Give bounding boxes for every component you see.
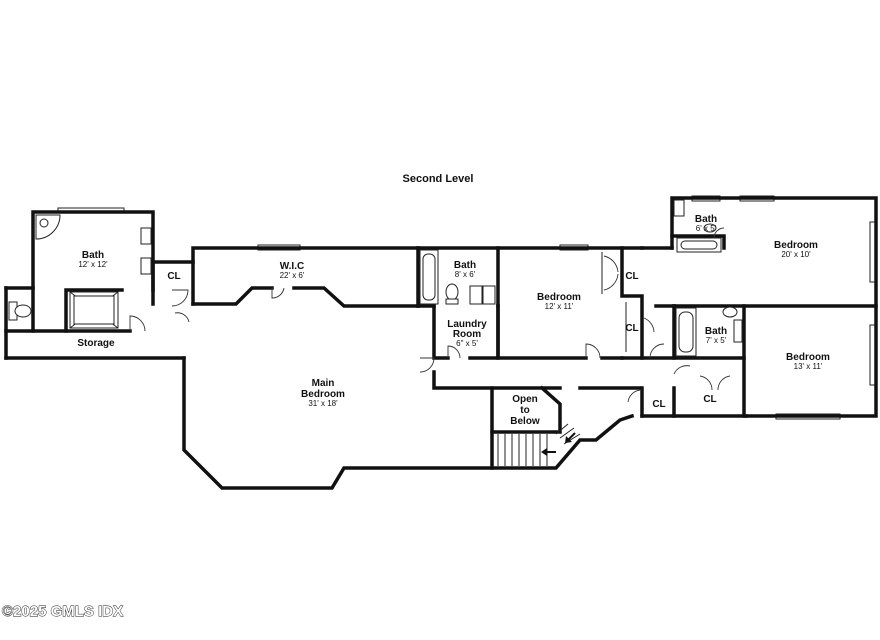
bedroom-ne-dims: 20' x 10' [781,250,811,259]
open-to-below-1: Open [512,394,538,405]
wic-label: W.I.C [280,261,304,272]
cl-master-label: CL [167,271,180,282]
master-bath-label: Bath [82,250,104,261]
laundry-label-1: Laundry [447,319,487,330]
cl-se-2-label: CL [652,399,665,410]
bath-se-dims: 7' x 5' [706,336,727,345]
open-to-below-3: Below [510,416,540,427]
cl-mid-top-label: CL [625,271,638,282]
hall-bath-dims: 8' x 6' [455,270,476,279]
bath-ne-dims: 6' x 5' [696,224,717,233]
cl-mid-low-label: CL [625,323,638,334]
bedroom-ne-label: Bedroom [774,240,818,251]
main-bedroom-label-1: Main [312,378,335,389]
storage-label: Storage [77,338,115,349]
copyright-watermark: ©2025 GMLS IDX [2,603,123,620]
bedroom-mid-dims: 12' x 11' [545,302,574,311]
master-bath-dims: 12' x 12' [78,260,108,269]
level-title: Second Level [403,173,474,185]
laundry-dims: 6" x 5' [456,339,478,348]
cl-se-1-label: CL [703,394,716,405]
bath-ne-label: Bath [695,214,717,225]
bath-se-label: Bath [705,326,727,337]
stair-arrows [541,432,576,456]
open-to-below-2: to [520,405,529,416]
fixtures [8,199,743,357]
stair-treads [497,423,581,466]
hall-bath-label: Bath [454,260,476,271]
main-bedroom-label-2: Bedroom [301,389,345,400]
bedroom-se-dims: 13' x 11' [794,362,823,371]
bedroom-mid-label: Bedroom [537,292,581,303]
main-bedroom-dims: 31' x 18' [308,399,338,408]
laundry-label-2: Room [453,329,481,340]
wic-dims: 22' x 6' [280,271,305,280]
room-labels: Bath 12' x 12' CL Storage W.I.C 22' x 6'… [77,214,830,427]
bedroom-se-label: Bedroom [786,352,830,363]
doors [129,227,731,403]
walls [4,196,878,490]
